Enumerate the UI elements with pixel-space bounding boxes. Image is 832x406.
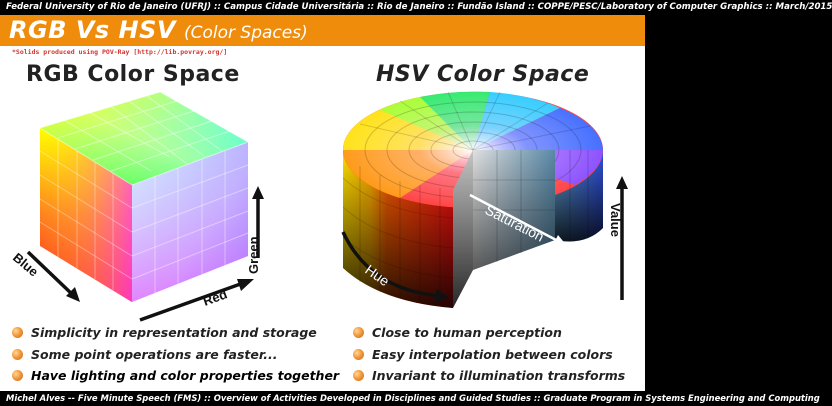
rgb-cube	[39, 84, 250, 302]
green-axis-label: Green	[246, 236, 261, 274]
orange-sphere-bullet-icon	[12, 348, 23, 360]
green-axis-arrow-icon	[252, 186, 264, 258]
hue-arrow-icon	[341, 231, 449, 303]
footer-banner: Michel Alves -- Five Minute Speech (FMS)…	[0, 391, 820, 406]
blue-axis-label: Blue	[10, 250, 41, 280]
slide-title: RGB Vs HSV	[9, 16, 176, 44]
value-axis-label: Value	[608, 203, 623, 237]
list-item: Simplicity in representation and storage	[12, 322, 339, 344]
slide-subtitle: (Color Spaces)	[184, 23, 308, 43]
list-item: Close to human perception	[353, 322, 625, 344]
hsv-heading: HSV Color Space	[376, 62, 590, 87]
red-axis-label: Red	[201, 286, 229, 309]
orange-sphere-bullet-icon	[353, 327, 364, 339]
hsv-cylinder	[342, 91, 603, 308]
orange-sphere-bullet-icon	[353, 348, 364, 360]
color-space-illustrations: Blue Red Green	[10, 84, 628, 322]
blue-axis-arrow-icon	[26, 250, 80, 302]
povray-credit: *Solids produced using POV-Ray [http://l…	[12, 48, 228, 56]
orange-sphere-bullet-icon	[353, 370, 364, 382]
list-item: Some point operations are faster...	[12, 344, 339, 366]
value-arrow-icon	[616, 176, 628, 300]
list-item: Easy interpolation between colors	[353, 344, 625, 366]
title-bar: RGB Vs HSV (Color Spaces)	[0, 15, 645, 46]
saturation-arrow-icon	[469, 193, 567, 246]
rgb-bullet-list: Simplicity in representation and storage…	[12, 322, 339, 387]
red-axis-arrow-icon	[139, 279, 254, 322]
orange-sphere-bullet-icon	[12, 370, 23, 382]
list-item: Have lighting and color properties toget…	[12, 365, 339, 387]
orange-sphere-bullet-icon	[12, 327, 23, 339]
list-item: Invariant to illumination transforms	[353, 365, 625, 387]
rgb-heading: RGB Color Space	[26, 62, 240, 87]
wedge-face-left	[453, 150, 473, 308]
hsv-bullet-list: Close to human perception Easy interpola…	[353, 322, 625, 387]
top-banner: Federal University of Rio de Janeiro (UF…	[0, 0, 832, 15]
